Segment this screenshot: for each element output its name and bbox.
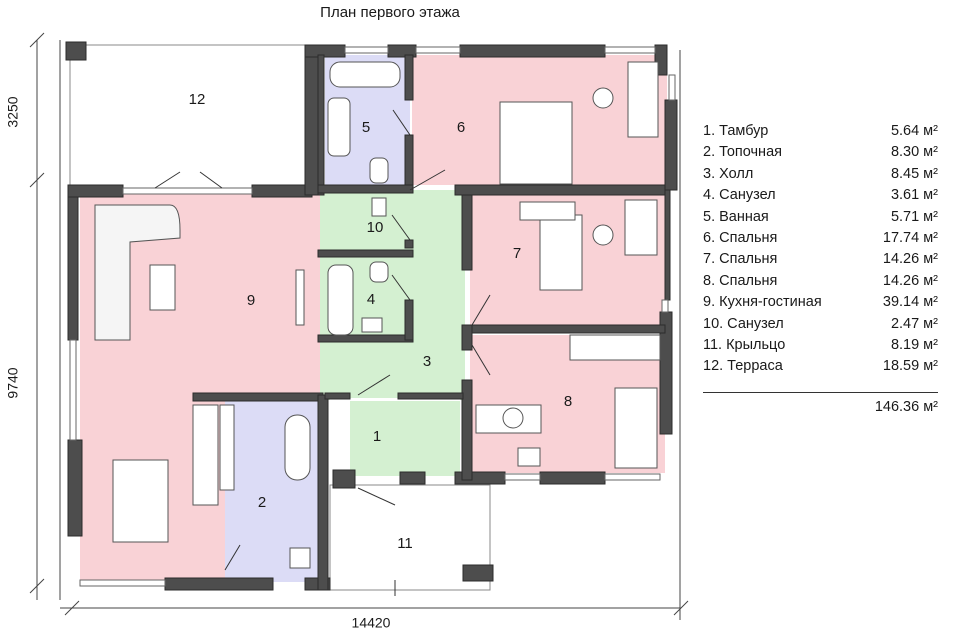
legend-area: 14.26 м²	[882, 251, 938, 268]
dimension-total-width: 14420	[352, 615, 391, 631]
dimension-terrace-depth: 3250	[5, 96, 21, 127]
room-number-8: 8	[564, 393, 572, 410]
legend-label: 5. Ванная	[703, 208, 769, 225]
total-area: 146.36 м²	[874, 398, 938, 415]
legend-row: 4. Санузел 3.61 м²	[703, 185, 938, 206]
legend-label: 7. Спальня	[703, 251, 778, 268]
legend-area: 5.71 м²	[890, 208, 938, 225]
legend-label: 12. Терраса	[703, 358, 783, 375]
legend-row: 5. Ванная 5.71 м²	[703, 207, 938, 228]
legend-label: 6. Спальня	[703, 229, 778, 246]
legend-area: 8.45 м²	[890, 165, 938, 182]
legend-area: 8.19 м²	[890, 336, 938, 353]
room-number-3: 3	[423, 353, 431, 370]
legend-label: 11. Крыльцо	[703, 336, 786, 353]
legend-label: 3. Холл	[703, 165, 754, 182]
legend-row: 6. Спальня 17.74 м²	[703, 228, 938, 249]
legend-row: 3. Холл 8.45 м²	[703, 164, 938, 185]
legend-row: 1. Тамбур 5.64 м²	[703, 121, 938, 142]
room-number-10: 10	[367, 219, 384, 236]
legend-area: 2.47 м²	[890, 315, 938, 332]
legend-label: 8. Спальня	[703, 272, 778, 289]
room-number-7: 7	[513, 245, 521, 262]
walls	[65, 41, 678, 591]
room-number-6: 6	[457, 119, 465, 136]
legend-area: 17.74 м²	[882, 229, 938, 246]
legend-row: 2. Топочная 8.30 м²	[703, 142, 938, 163]
room-number-5: 5	[362, 119, 370, 136]
legend-label: 2. Топочная	[703, 144, 782, 161]
plan-title: План первого этажа	[320, 4, 460, 21]
legend-label: 10. Санузел	[703, 315, 784, 332]
room-number-9: 9	[247, 292, 255, 309]
legend-divider	[703, 391, 938, 393]
furniture	[94, 61, 661, 569]
legend-area: 3.61 м²	[890, 187, 938, 204]
legend-label: 4. Санузел	[703, 187, 776, 204]
legend-label: 1. Тамбур	[703, 123, 769, 139]
room-number-1: 1	[373, 428, 381, 445]
legend-row: 10. Санузел 2.47 м²	[703, 314, 938, 335]
legend-area: 39.14 м²	[882, 294, 938, 311]
room-number-4: 4	[367, 291, 375, 308]
room-number-2: 2	[258, 494, 266, 511]
legend-row: 11. Крыльцо 8.19 м²	[703, 335, 938, 356]
windows	[69, 46, 676, 587]
legend-area: 5.64 м²	[890, 123, 938, 139]
legend-row: 8. Спальня 14.26 м²	[703, 271, 938, 292]
legend-row: 9. Кухня-гостиная 39.14 м²	[703, 292, 938, 313]
dimension-house-depth: 9740	[5, 367, 21, 398]
legend-area: 8.30 м²	[890, 144, 938, 161]
room-number-12: 12	[189, 91, 206, 108]
legend-area: 18.59 м²	[882, 358, 938, 375]
area-legend: 1. Тамбур 5.64 м² 2. Топочная 8.30 м² 3. Х…	[703, 121, 938, 415]
door-swings	[154, 109, 491, 596]
dimension-lines	[29, 32, 689, 620]
legend-area: 14.26 м²	[882, 272, 938, 289]
room-12-terrace	[69, 44, 306, 191]
legend-label: 9. Кухня-гостиная	[703, 294, 822, 311]
legend-row: 12. Терраса 18.59 м²	[703, 356, 938, 377]
room-1-vestibule	[350, 398, 460, 476]
legend-row: 7. Спальня 14.26 м²	[703, 249, 938, 270]
room-number-11: 11	[397, 535, 413, 552]
